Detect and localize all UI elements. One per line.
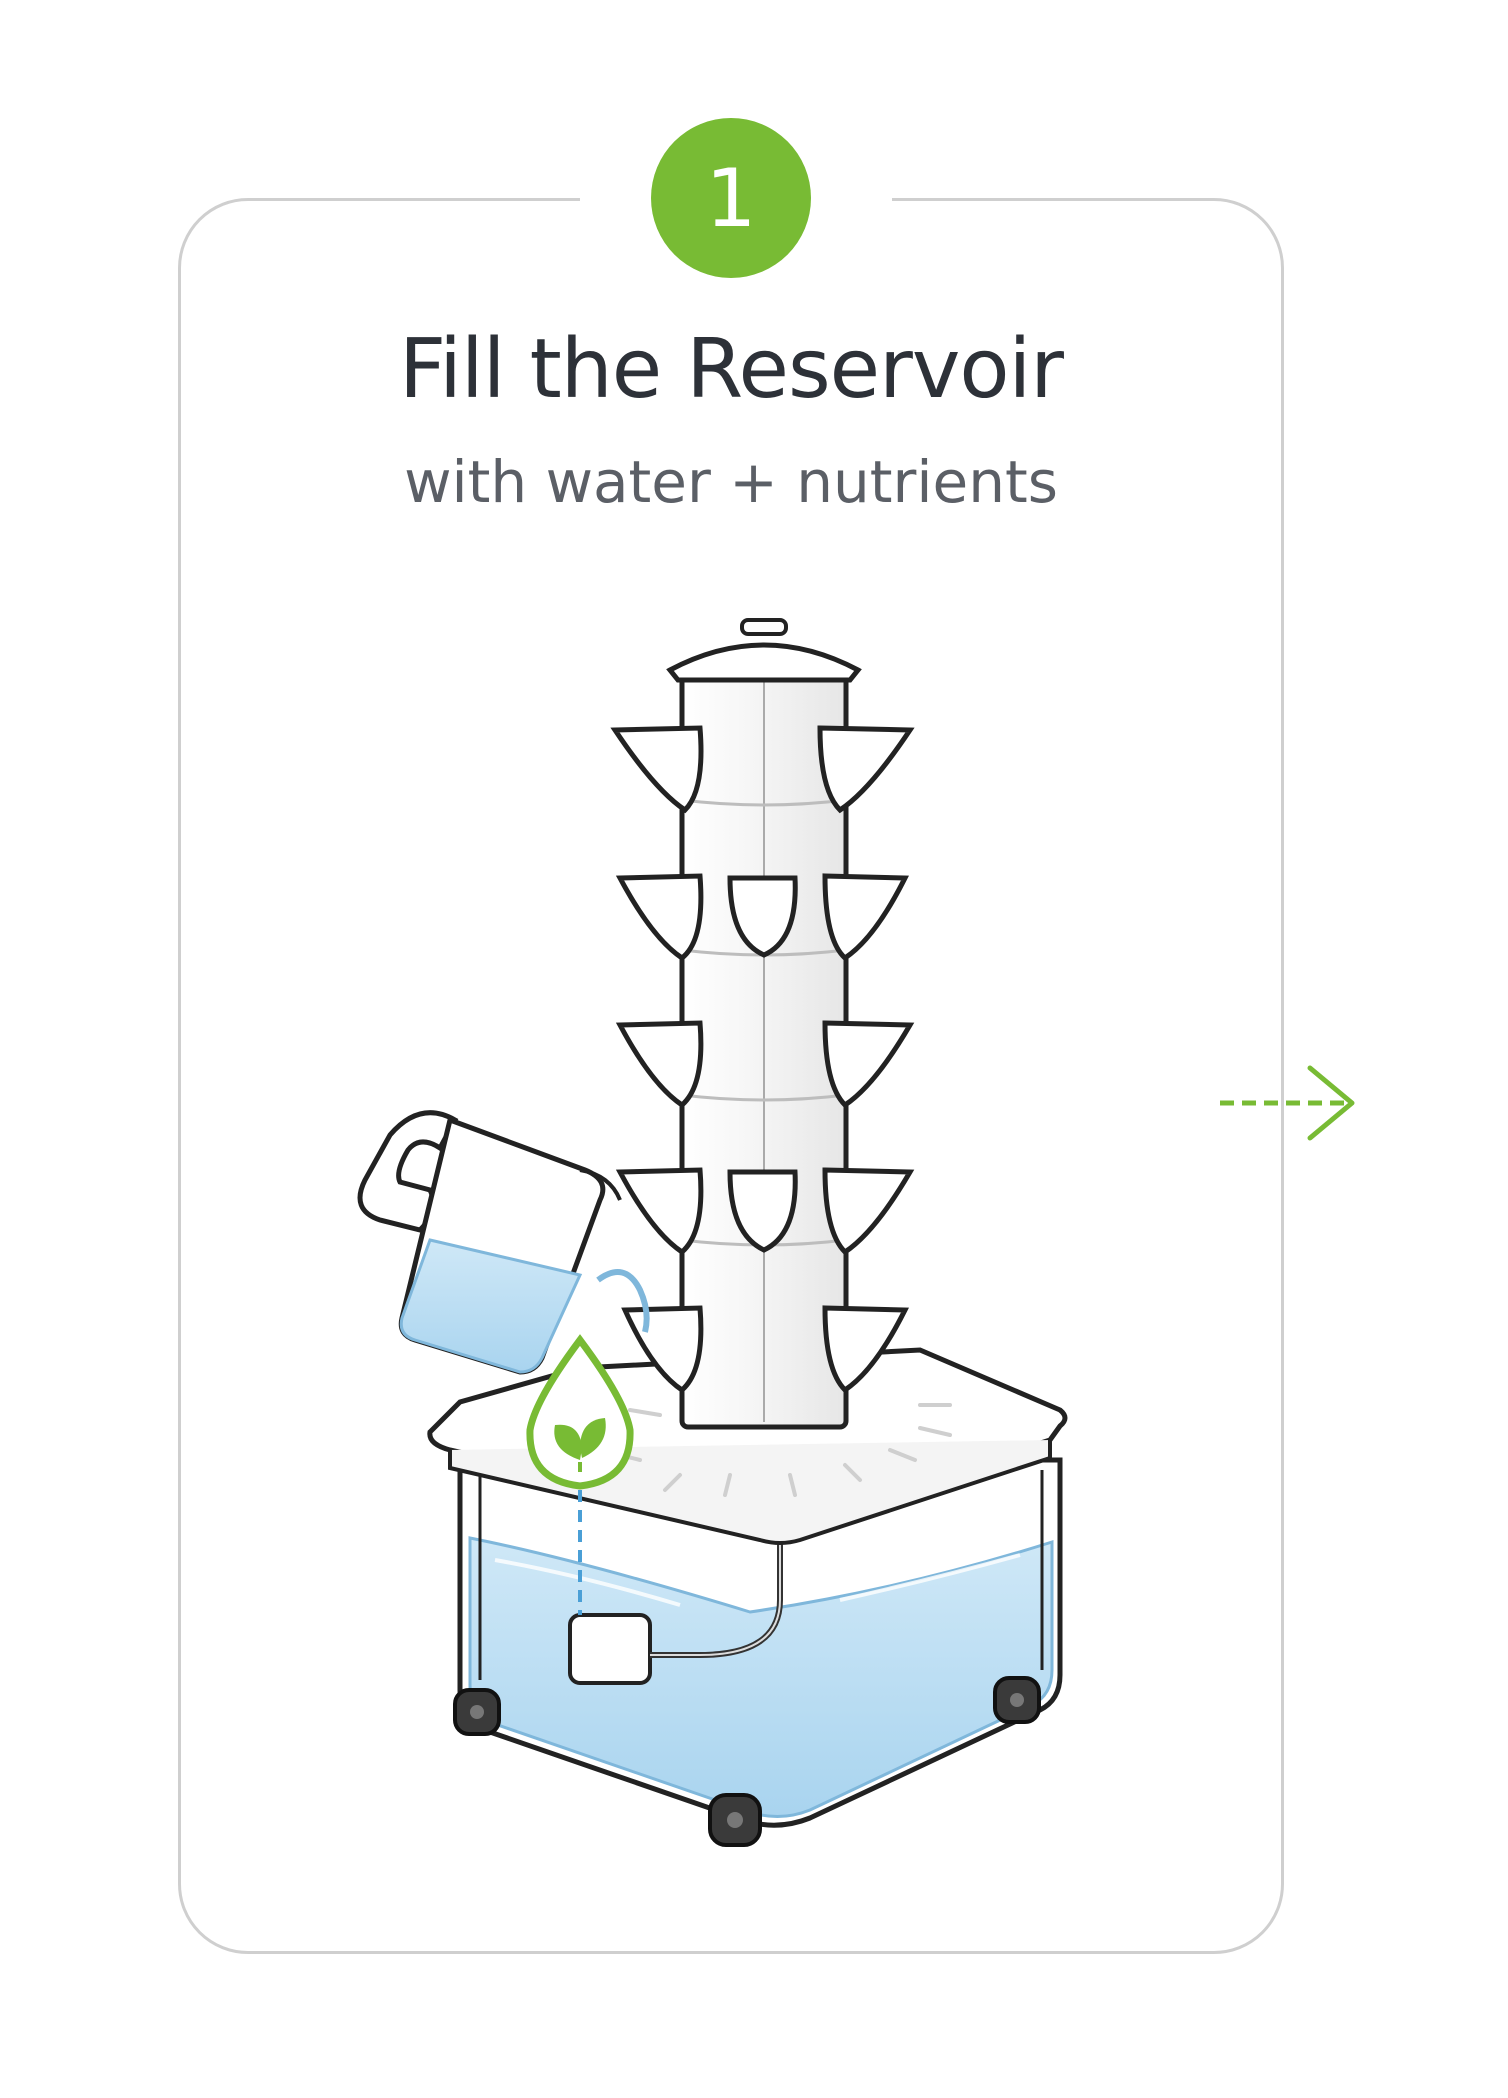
step-title: Fill the Reservoir [178, 322, 1284, 417]
step-number-badge: 1 [651, 118, 811, 278]
step-subtitle: with water + nutrients [178, 448, 1284, 516]
dashed-arrow-right-icon [1210, 1058, 1360, 1148]
hydroponic-tower-icon [280, 560, 1100, 1900]
water-pitcher-icon [360, 1113, 647, 1372]
